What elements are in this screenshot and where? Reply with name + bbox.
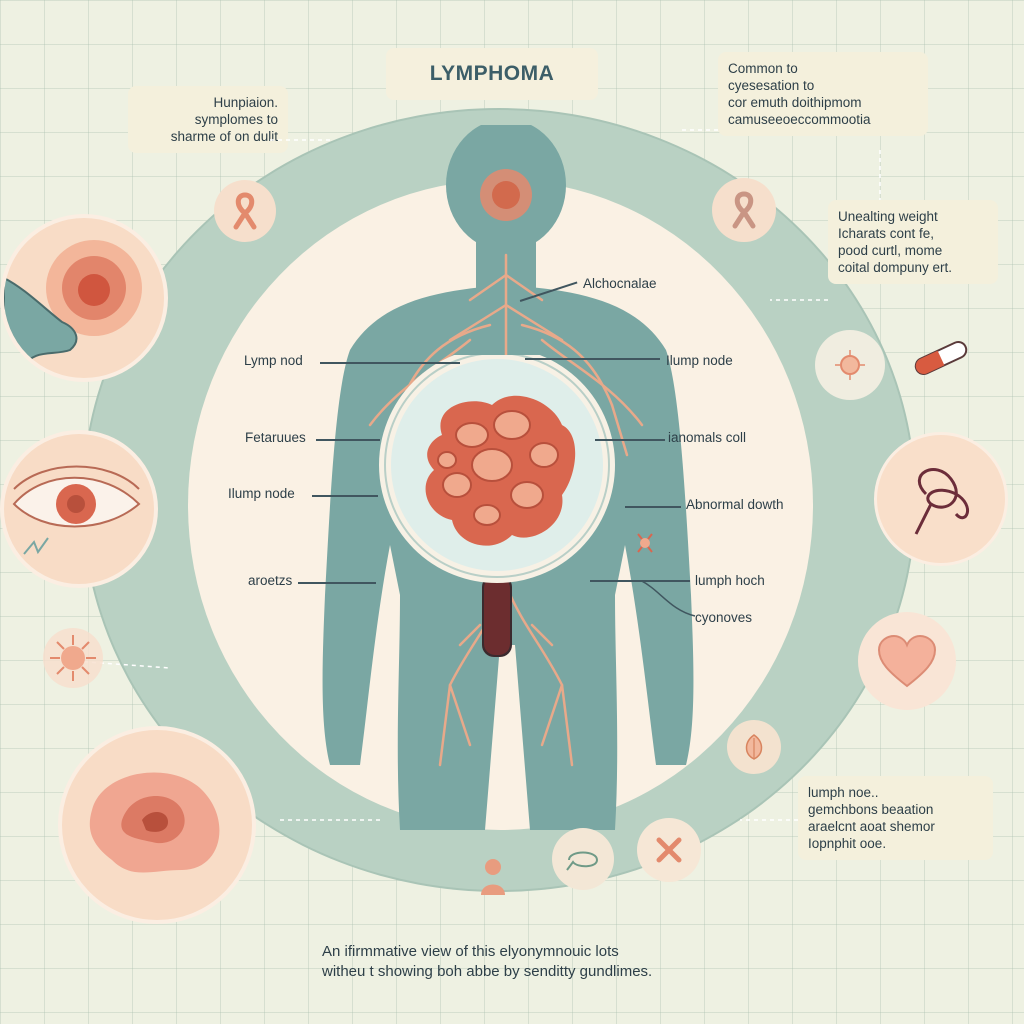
label-alchocnalae: Alchocnalae <box>583 276 657 291</box>
eye-icon <box>0 430 158 588</box>
ribbon-icon <box>712 178 776 242</box>
cross-icon <box>637 818 701 882</box>
tumor-cell-cluster <box>425 395 576 546</box>
loop-icon <box>552 828 614 890</box>
note-top-right: Common to cyesesation to cor emuth doith… <box>718 52 928 136</box>
note-right-middle: Unealting weight Icharats cont fe, pood … <box>828 200 998 284</box>
cell-icon <box>815 330 885 400</box>
label-ilump-node: Ilump node <box>666 353 733 368</box>
leader-abnormal-dowth <box>625 506 681 508</box>
label-lumph-hoch: lumph hoch <box>695 573 765 588</box>
heart-icon <box>858 612 956 710</box>
skin-lesion-icon <box>0 214 168 382</box>
leader-aroetzs <box>298 582 376 584</box>
bacteria-icon <box>630 528 660 558</box>
footer-caption: An ifirmmative view of this elyonymnouic… <box>322 943 653 980</box>
leader-lymp-nod <box>320 362 460 364</box>
note-bottom-right: lumph noe.. gemchbons beaation araelcnt … <box>798 776 993 860</box>
label-aroetzs: aroetzs <box>248 573 293 588</box>
label-ilump-node-left: Ilump node <box>228 486 295 501</box>
label-abnormal-dowth: Abnormal dowth <box>686 497 784 512</box>
virus-icon <box>40 625 106 691</box>
leader-cyonoves <box>640 580 696 617</box>
label-ianomals-coll: ianomals coll <box>668 430 747 445</box>
page-title: LYMPHOMA <box>386 48 598 100</box>
leaf-icon <box>727 720 781 774</box>
label-cyonoves: cyonoves <box>695 610 753 625</box>
leader-ianomals-coll <box>595 439 665 441</box>
inflamed-tissue-icon <box>58 726 256 924</box>
label-lymp-nod: Lymp nod <box>244 353 303 368</box>
note-top-left: Hunpiaion. symplomes to sharme of on dul… <box>128 86 288 153</box>
leader-ilump-node <box>525 358 660 360</box>
magnifying-glass-icon <box>379 355 615 657</box>
lasso-icon <box>874 432 1008 566</box>
person-icon <box>479 857 507 897</box>
leader-fetaruues <box>316 439 380 441</box>
label-fetaruues: Fetaruues <box>245 430 306 445</box>
ribbon-icon <box>214 180 276 242</box>
capsule-icon <box>908 338 974 378</box>
leader-ilump-node-left <box>312 495 378 497</box>
